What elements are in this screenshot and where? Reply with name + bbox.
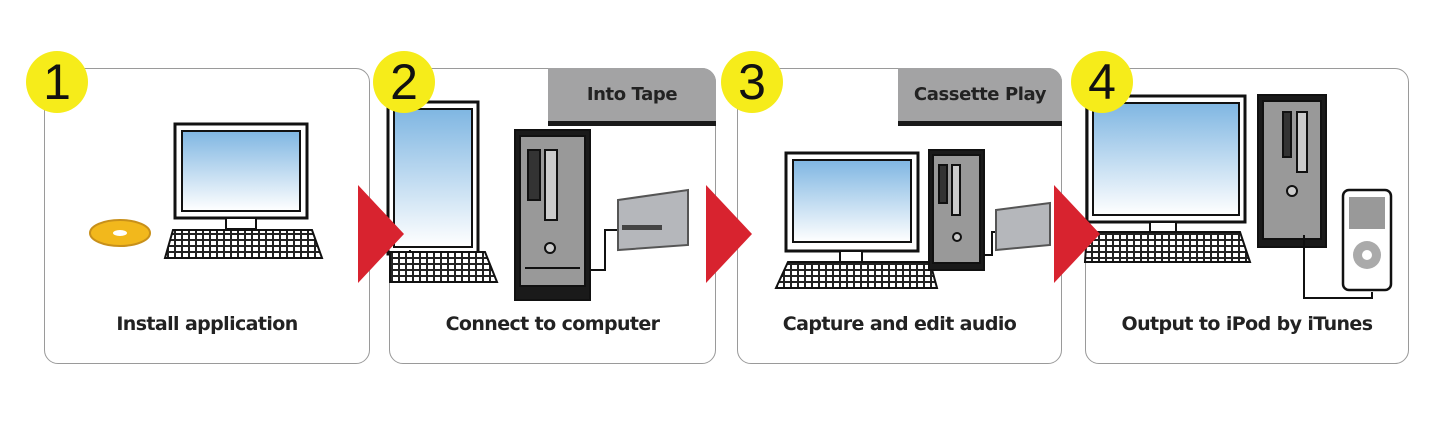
step-number-badge: 4 (1071, 51, 1133, 113)
step-number-badge: 2 (373, 51, 435, 113)
step-caption: Install application (116, 313, 298, 335)
step-panel-2: Into Tape Connect to computer (389, 68, 716, 364)
step-caption: Output to iPod by iTunes (1121, 313, 1373, 335)
step-panel-3: Cassette Play Capture and edit audio (737, 68, 1062, 364)
step-caption: Connect to computer (445, 313, 660, 335)
step-panel-1: Install application (44, 68, 370, 364)
arrow-right-icon (1054, 185, 1100, 283)
step-number-badge: 1 (26, 51, 88, 113)
step-number-badge: 3 (721, 51, 783, 113)
step-tag: Cassette Play (898, 68, 1062, 126)
arrow-right-icon (358, 185, 404, 283)
step-tag: Into Tape (548, 68, 716, 126)
step-caption: Capture and edit audio (782, 313, 1017, 335)
step-panel-4: Output to iPod by iTunes (1085, 68, 1409, 364)
arrow-right-icon (706, 185, 752, 283)
